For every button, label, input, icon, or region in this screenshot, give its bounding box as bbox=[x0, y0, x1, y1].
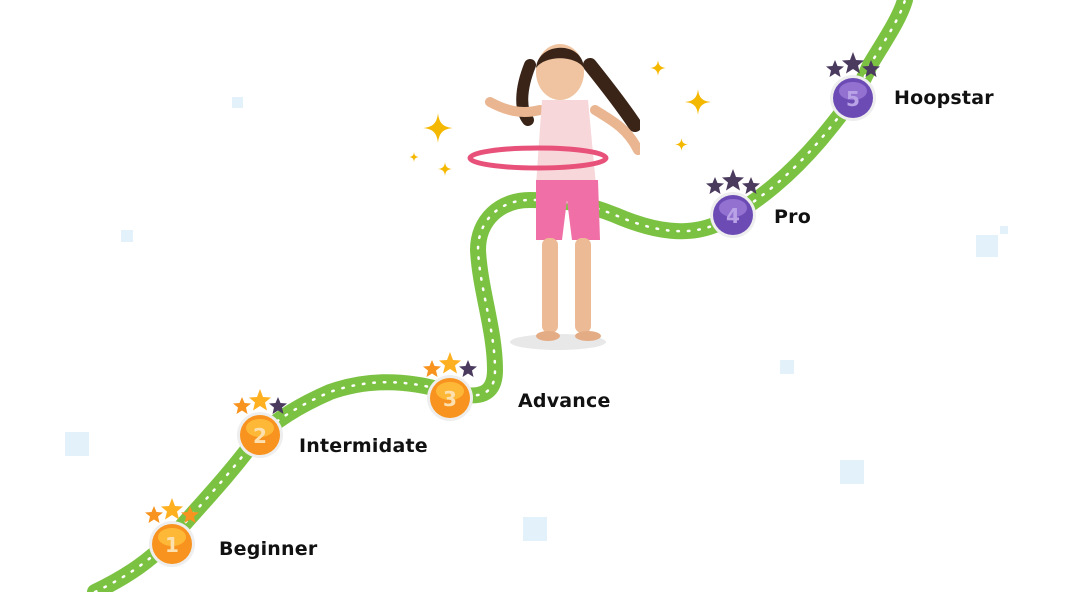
level-label-3: Advance bbox=[518, 390, 611, 412]
star-icon bbox=[269, 397, 287, 414]
svg-text:1: 1 bbox=[165, 533, 179, 557]
star-icon bbox=[439, 352, 461, 374]
star-icon bbox=[181, 506, 199, 523]
sparkle-icon bbox=[650, 60, 666, 76]
level-badge-icon: 4 bbox=[706, 169, 760, 238]
star-icon bbox=[742, 177, 760, 194]
star-icon bbox=[826, 60, 844, 77]
star-icon bbox=[722, 169, 744, 191]
sparkle-icon bbox=[438, 162, 452, 176]
level-badge-2[interactable]: 2 bbox=[228, 383, 292, 463]
star-icon bbox=[233, 397, 251, 414]
level-badge-icon: 5 bbox=[826, 52, 880, 121]
level-label-5: Hoopstar bbox=[894, 87, 994, 109]
svg-text:5: 5 bbox=[846, 87, 860, 111]
star-icon bbox=[862, 60, 880, 77]
bg-square bbox=[840, 460, 864, 484]
level-badge-5[interactable]: 5 bbox=[821, 46, 885, 126]
level-badge-1[interactable]: 1 bbox=[140, 492, 204, 572]
star-icon bbox=[459, 360, 477, 377]
sparkle-icon bbox=[675, 138, 688, 151]
star-icon bbox=[145, 506, 163, 523]
level-label-4: Pro bbox=[774, 206, 811, 228]
bg-square bbox=[1000, 226, 1008, 234]
level-label-2: Intermidate bbox=[299, 435, 428, 457]
level-badge-3[interactable]: 3 bbox=[418, 346, 482, 426]
star-icon bbox=[842, 52, 864, 74]
bg-square bbox=[232, 97, 243, 108]
level-badge-4[interactable]: 4 bbox=[701, 163, 765, 243]
girl-with-hoop-illustration bbox=[467, 44, 640, 350]
bg-square bbox=[780, 360, 794, 374]
svg-text:3: 3 bbox=[443, 387, 457, 411]
level-label-1: Beginner bbox=[219, 538, 318, 560]
star-icon bbox=[161, 498, 183, 520]
star-icon bbox=[706, 177, 724, 194]
level-badge-icon: 1 bbox=[145, 498, 199, 567]
star-icon bbox=[423, 360, 441, 377]
bg-square bbox=[523, 517, 547, 541]
sparkle-icon bbox=[409, 152, 419, 162]
svg-text:2: 2 bbox=[253, 424, 267, 448]
bg-square bbox=[121, 230, 133, 242]
star-icon bbox=[249, 389, 271, 411]
level-badge-icon: 2 bbox=[233, 389, 287, 458]
level-badge-icon: 3 bbox=[423, 352, 477, 421]
sparkle-icon bbox=[423, 113, 453, 143]
bg-square bbox=[976, 235, 998, 257]
bg-square bbox=[65, 432, 89, 456]
svg-text:4: 4 bbox=[726, 204, 740, 228]
sparkle-icon bbox=[685, 89, 711, 115]
